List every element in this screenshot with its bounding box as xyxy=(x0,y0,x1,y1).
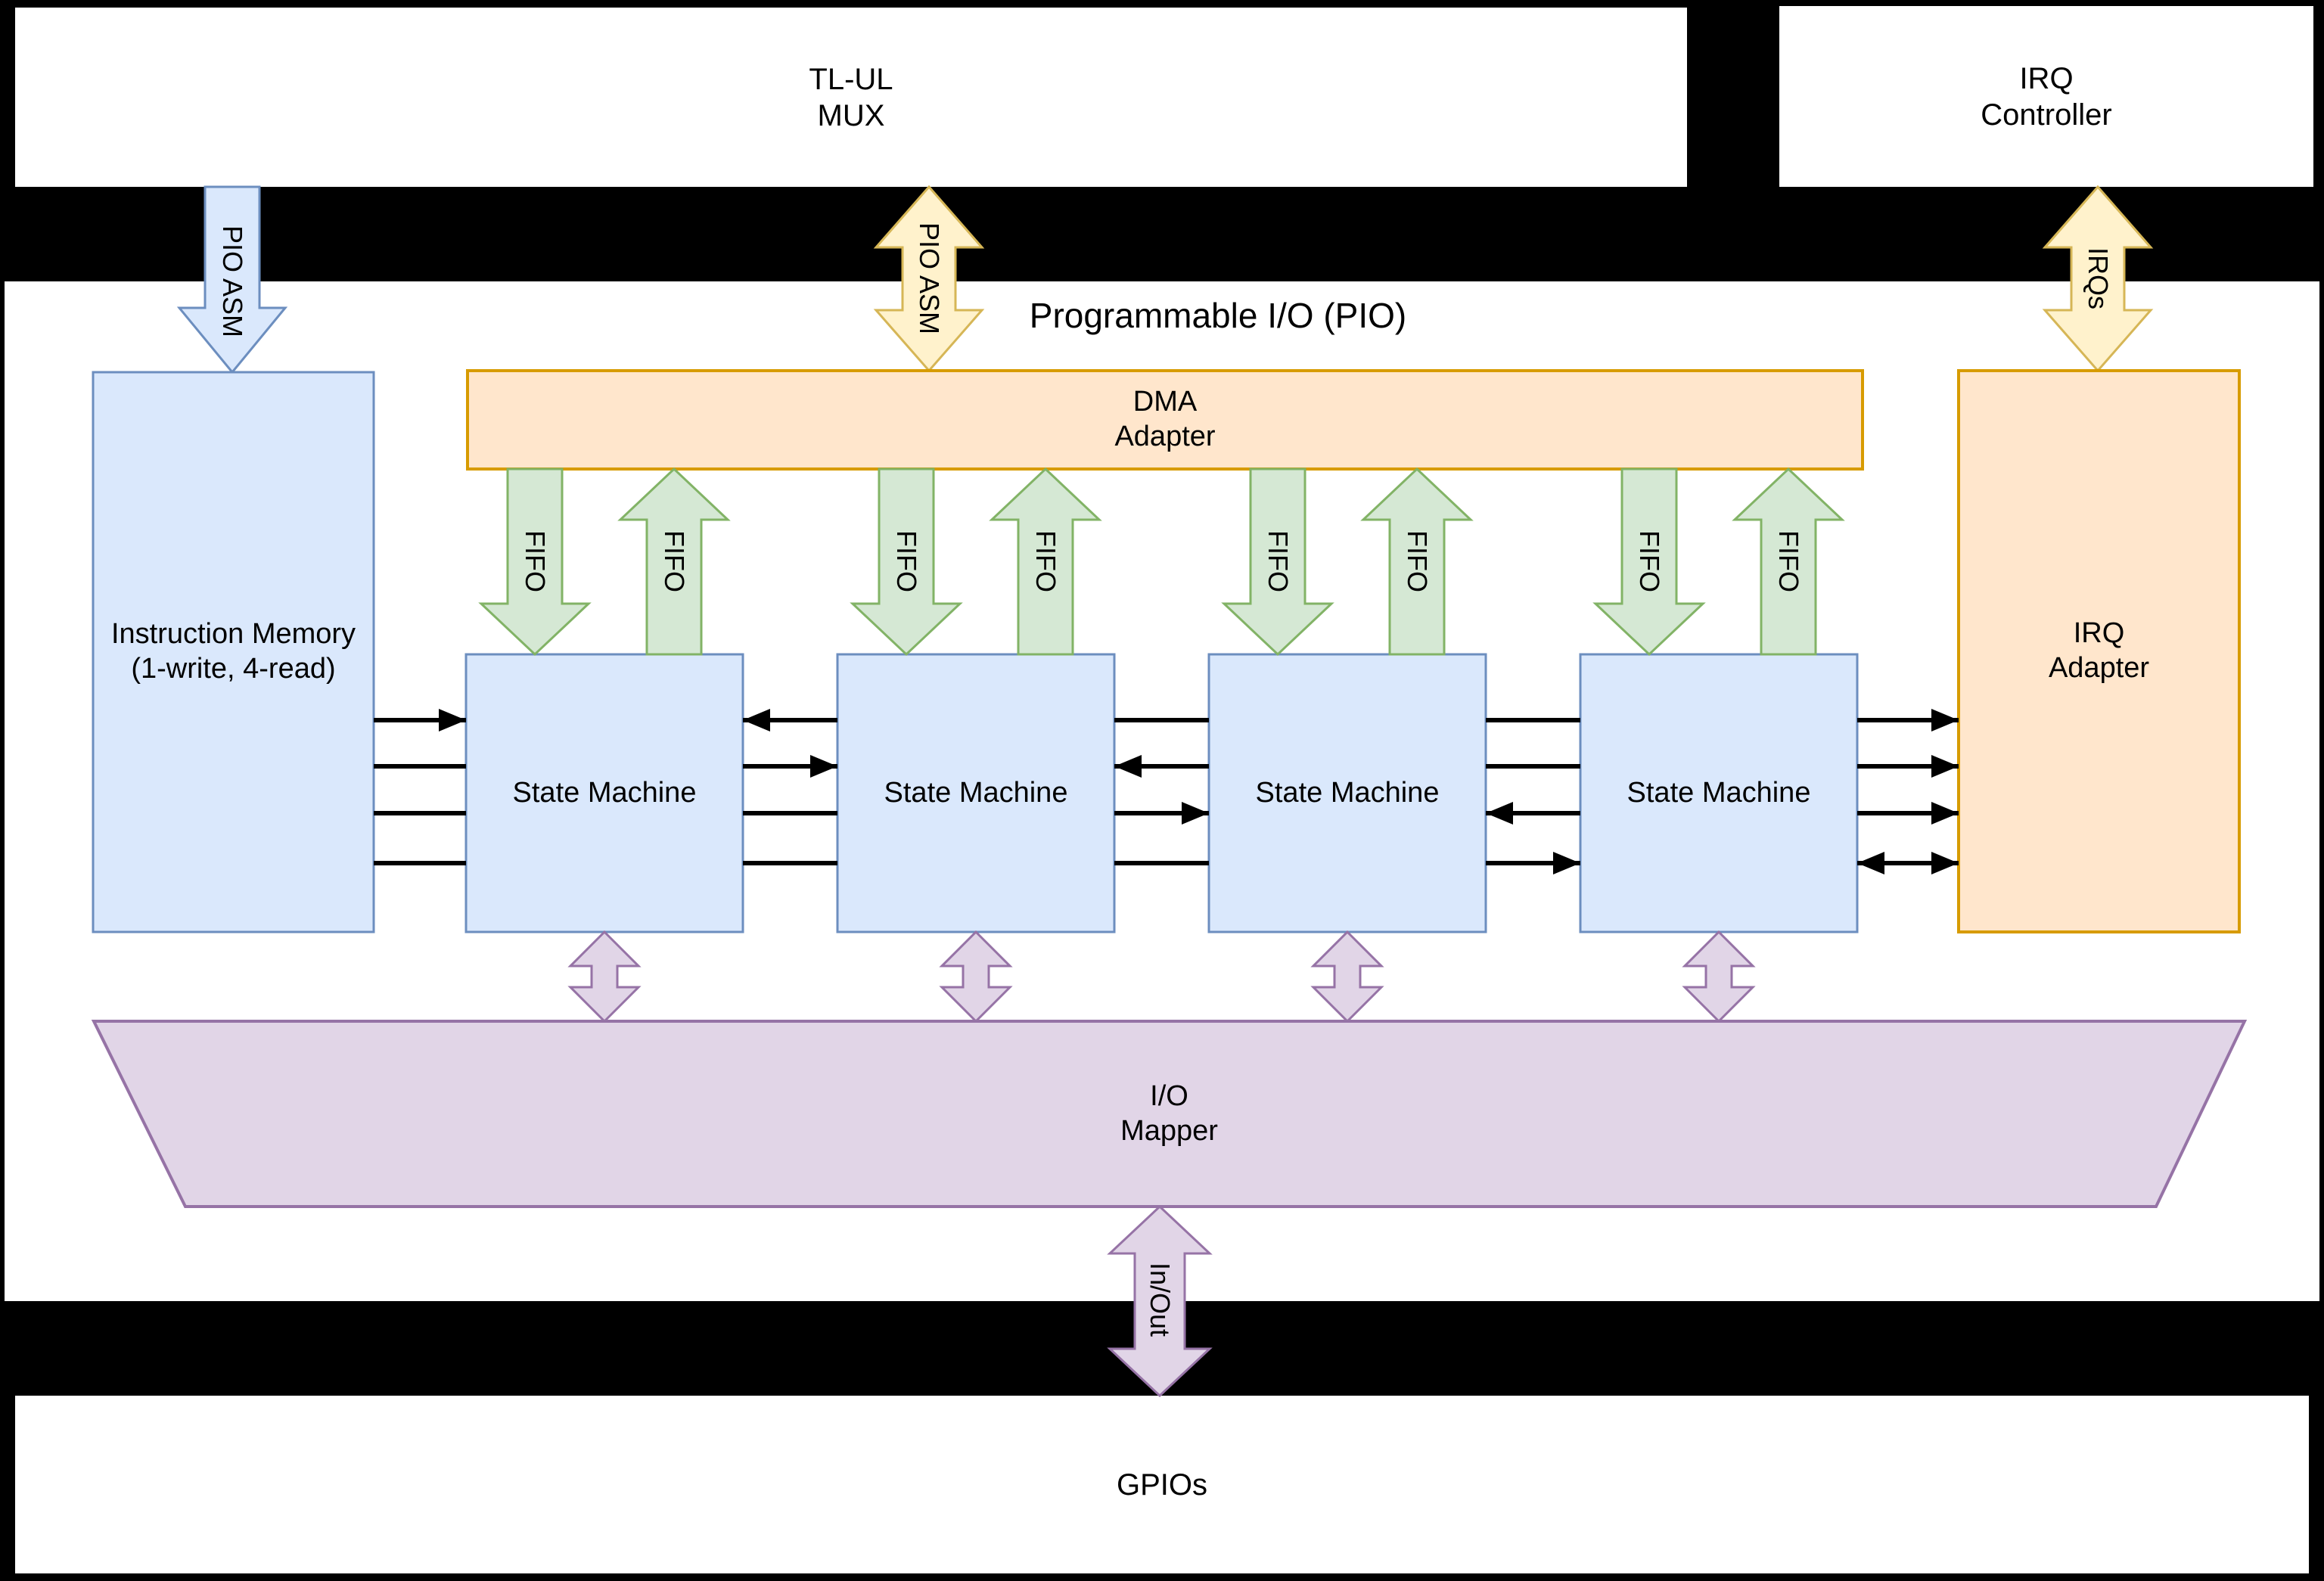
state-machine-1-box xyxy=(464,653,744,933)
arrowhead-into-irq-adapter-4 xyxy=(1931,852,1959,874)
fifo-down-label-2: FIFO xyxy=(890,530,922,592)
irq-controller-box xyxy=(1779,6,2313,187)
fifo-down-arrow-3 xyxy=(1221,467,1334,657)
arrowhead-into-irq-adapter-2 xyxy=(1931,755,1959,778)
connector-arrowheads xyxy=(439,709,1959,874)
fifo-up-arrow-2 xyxy=(989,467,1102,656)
arrowhead-into-sm1-left xyxy=(743,709,770,731)
fifo-down-label-3: FIFO xyxy=(1262,530,1294,592)
fifo-up-arrow-1 xyxy=(617,467,731,656)
in-out-arrow-label: In/Out xyxy=(1144,1262,1176,1337)
pio-asm-down-arrow-label: PIO ASM xyxy=(216,225,248,338)
state-machine-4-box xyxy=(1579,653,1859,933)
fifo-up-label-1: FIFO xyxy=(658,530,690,592)
tlul-mux-label: TL-UL MUX xyxy=(809,62,893,132)
irq-controller-label: IRQ Controller xyxy=(1981,61,2112,132)
io-mapper-trapezoid xyxy=(91,1020,2248,1208)
arrowhead-into-sm4-left xyxy=(1857,852,1884,874)
in-out-double-arrow xyxy=(1107,1204,1213,1398)
state-machine-2-box xyxy=(836,653,1116,933)
arrowhead-into-sm1-right xyxy=(439,709,466,731)
dma-adapter-box xyxy=(466,369,1864,471)
fifo-up-label-2: FIFO xyxy=(1030,530,1061,592)
arrowhead-into-sm4-right xyxy=(1553,852,1580,874)
arrowhead-into-irq-adapter-1 xyxy=(1931,709,1959,731)
fifo-arrows xyxy=(478,467,1845,657)
arrowhead-into-irq-adapter-3 xyxy=(1931,802,1959,825)
instruction-memory-box xyxy=(92,371,375,933)
pio-asm-down-arrow xyxy=(176,185,288,374)
arrowhead-into-sm3-left xyxy=(1486,802,1513,825)
gpios-label: GPIOs xyxy=(1116,1468,1208,1502)
gpios-box xyxy=(15,1396,2309,1573)
tlul-mux-box xyxy=(15,8,1687,187)
fifo-down-arrow-1 xyxy=(478,467,592,657)
fifo-up-label-3: FIFO xyxy=(1401,530,1433,592)
state-machine-4-label: State Machine xyxy=(1626,776,1811,809)
arrowhead-into-sm3-right xyxy=(1182,802,1209,825)
fifo-down-label-4: FIFO xyxy=(1633,530,1665,592)
state-machine-2-label: State Machine xyxy=(884,776,1068,809)
arrowhead-into-sm2-left xyxy=(1114,755,1142,778)
state-machine-1-label: State Machine xyxy=(512,776,697,809)
irq-adapter-box xyxy=(1957,369,2241,933)
pio-region-title: Programmable I/O (PIO) xyxy=(1029,296,1407,336)
sm-io-mapper-arrows xyxy=(567,930,1756,1023)
fifo-up-arrow-3 xyxy=(1360,467,1474,656)
io-mapper-label: I/O Mapper xyxy=(1120,1079,1218,1147)
state-machine-3-box xyxy=(1207,653,1487,933)
irq-adapter-label: IRQ Adapter xyxy=(2048,617,2150,684)
instruction-memory-label: Instruction Memory (1-write, 4-read) xyxy=(110,618,356,685)
fifo-up-arrow-4 xyxy=(1732,467,1845,656)
fifo-up-label-4: FIFO xyxy=(1773,530,1804,592)
pio-asm-double-arrow-label: PIO ASM xyxy=(913,222,945,335)
fifo-down-arrow-2 xyxy=(850,467,963,657)
state-machine-3-label: State Machine xyxy=(1255,776,1440,809)
dma-adapter-label: DMA Adapter xyxy=(1114,386,1216,452)
fifo-down-label-1: FIFO xyxy=(519,530,551,592)
bus-sm1-sm2 xyxy=(743,718,837,865)
fifo-down-arrow-4 xyxy=(1592,467,1706,657)
irqs-arrow-label: IRQs xyxy=(2082,247,2114,309)
arrowhead-into-sm2-right xyxy=(810,755,837,778)
